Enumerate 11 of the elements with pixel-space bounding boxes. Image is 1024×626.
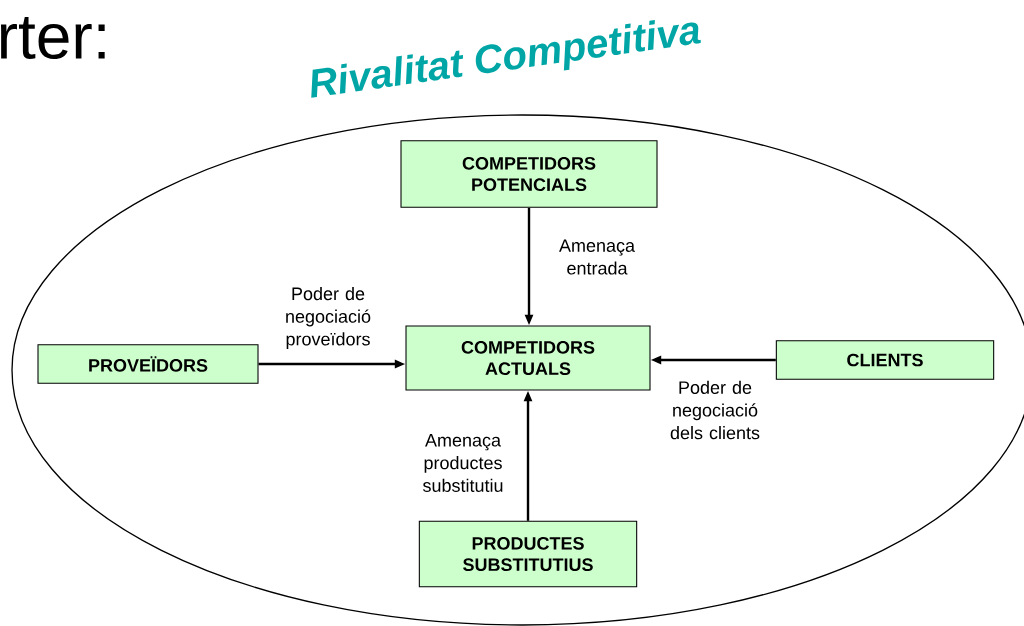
heading-text: rter: xyxy=(0,17,105,59)
process-box: COMPETIDORS ACTUALS xyxy=(405,325,651,391)
edge-label: Amenaça productes substitutiu xyxy=(423,434,503,492)
edge-label: Amenaça entrada xyxy=(559,239,636,275)
edge-label: Poder de negociació dels clients xyxy=(670,380,760,440)
process-box: CLIENTS xyxy=(775,340,995,380)
process-box: COMPETIDORS POTENCIALS xyxy=(400,140,658,208)
process-box: PRODUCTES SUBSTITUTIUS xyxy=(418,520,638,588)
process-box: PROVEÏDORS xyxy=(37,344,259,384)
edge-label: Poder de negociació proveïdors xyxy=(286,286,371,350)
title: Rivalitat Competitiva xyxy=(311,20,701,98)
